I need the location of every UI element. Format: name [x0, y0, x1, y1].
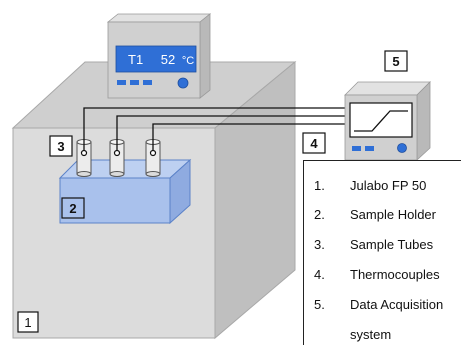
- legend-item-text: Thermocouples: [350, 267, 440, 282]
- callout-5: 5: [384, 50, 408, 72]
- controller-side-face: [199, 13, 211, 99]
- legend-item: 4. Thermocouples: [304, 267, 461, 291]
- daq-button-2: [365, 146, 374, 151]
- daq-top-face: [344, 81, 431, 96]
- callout-4: 4: [302, 132, 326, 154]
- legend: 1. Julabo FP 50 2. Sample Holder 3. Samp…: [303, 160, 461, 345]
- daq-side-face: [416, 81, 431, 161]
- thermocouple-tip: [149, 149, 157, 157]
- legend-item-text: Data Acquisition: [350, 297, 444, 312]
- daq-button-1: [352, 146, 361, 151]
- daq-screen: [349, 102, 413, 138]
- legend-item-text: Sample Tubes: [350, 237, 434, 252]
- display-readout: T1 52 °C: [128, 52, 194, 67]
- daq-signal-trace: [354, 110, 408, 132]
- svg-text:4: 4: [310, 136, 318, 151]
- legend-item-text: Julabo FP 50: [350, 178, 427, 193]
- legend-item: 3. Sample Tubes: [304, 237, 461, 261]
- controller-button-3: [143, 80, 152, 85]
- controller-top-face: [106, 13, 212, 23]
- svg-text:2: 2: [69, 201, 76, 216]
- legend-item: 5. Data Acquisition: [304, 297, 461, 321]
- legend-item-number: 4.: [314, 267, 325, 282]
- svg-text:1: 1: [24, 315, 31, 330]
- thermocouple-tip: [113, 149, 121, 157]
- callout-1: 1: [17, 311, 39, 333]
- legend-item-number: 1.: [314, 178, 325, 193]
- controller-knob: [177, 77, 189, 89]
- callout-2: 2: [61, 197, 85, 219]
- data-acquisition-unit: [344, 81, 431, 161]
- thermocouple-tip: [80, 149, 88, 157]
- sample-tubes: [76, 139, 161, 177]
- svg-text:5: 5: [392, 54, 399, 69]
- sample-tube: [145, 139, 161, 177]
- display-value: 52: [161, 52, 175, 67]
- legend-item-number: 5.: [314, 297, 325, 312]
- thermocouple-wire: [152, 123, 345, 151]
- svg-text:3: 3: [57, 139, 64, 154]
- thermocouple-wires: [83, 107, 345, 151]
- thermocouple-wire: [83, 107, 345, 151]
- display-label: T1: [128, 52, 143, 67]
- legend-item-continuation: system: [350, 327, 392, 342]
- legend-item-number: 3.: [314, 237, 325, 252]
- temperature-controller: T1 52 °C: [106, 13, 212, 99]
- legend-item: 2. Sample Holder: [304, 207, 461, 231]
- controller-button-2: [130, 80, 139, 85]
- legend-item: 1. Julabo FP 50: [304, 178, 461, 202]
- display-unit: °C: [182, 55, 194, 67]
- controller-button-1: [117, 80, 126, 85]
- thermocouple-wire: [116, 115, 345, 151]
- display-screen: [115, 45, 197, 73]
- daq-knob: [397, 143, 407, 153]
- callout-3: 3: [49, 135, 73, 157]
- legend-item-text: Sample Holder: [350, 207, 436, 222]
- legend-item-number: 2.: [314, 207, 325, 222]
